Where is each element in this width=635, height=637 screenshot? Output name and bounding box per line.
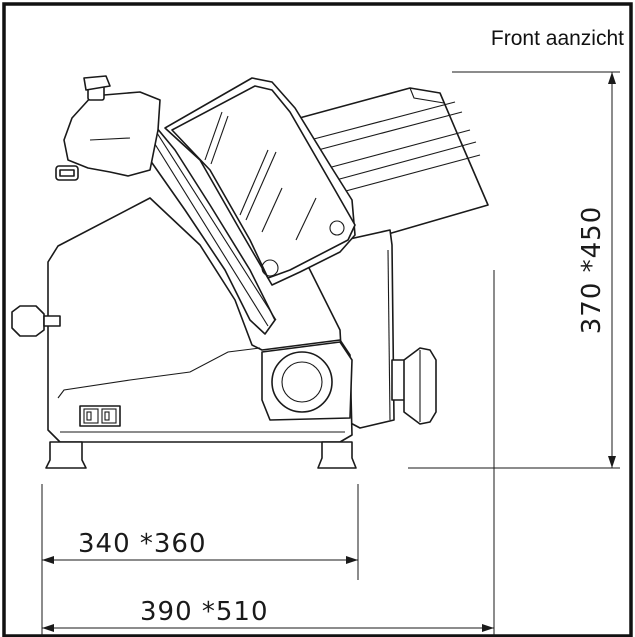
thickness-knob (391, 347, 437, 425)
switch-panel (79, 405, 121, 427)
slicer-machine (11, 75, 489, 469)
depth-small-label: 340 *360 (78, 529, 207, 559)
guard-window (171, 85, 356, 279)
height-dimension-label: 370 *450 (577, 206, 607, 335)
depth-large-label: 390 *510 (140, 597, 269, 627)
left-adjust-knob (55, 165, 79, 181)
base-screw (11, 305, 61, 337)
machine-feet (45, 441, 357, 469)
height-dimension: 370 *450 (408, 71, 620, 469)
motor-disk (261, 341, 353, 421)
depth-dimension-large: 390 *510 (42, 270, 495, 636)
sharpener-head (63, 75, 161, 177)
blade-arm (127, 109, 277, 335)
view-title: Front aanzicht (491, 27, 624, 50)
depth-dimension-small: 340 *360 (41, 484, 359, 636)
